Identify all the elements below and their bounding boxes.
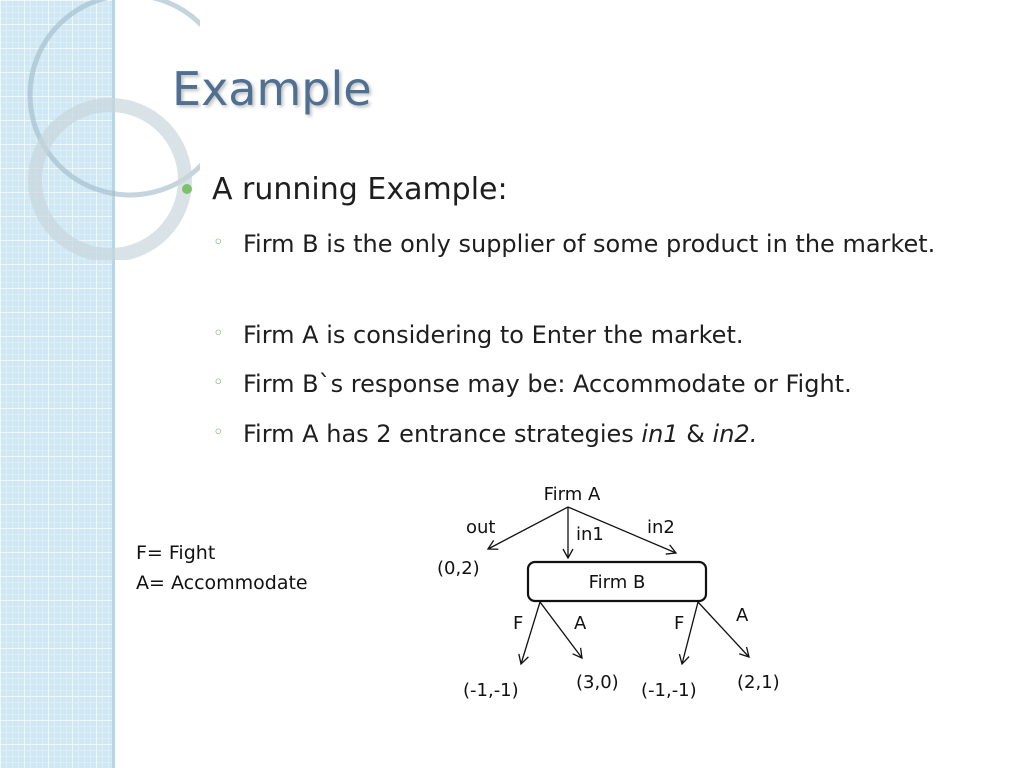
bullet-dot-icon [182, 184, 192, 194]
ring-bullet-icon: ◦ [213, 232, 224, 253]
strategy-in1: in1 [641, 420, 679, 448]
edge-left-a [539, 601, 583, 660]
payoff-1: (-1,-1) [463, 680, 519, 701]
sub-bullet-text: Firm B is the only supplier of some prod… [243, 230, 936, 258]
label-right-f: F [674, 613, 684, 634]
firm-b-box [526, 560, 708, 603]
legend-accommodate: A= Accommodate [136, 572, 308, 594]
edge-in2 [567, 506, 678, 555]
strategy-and: & [678, 420, 713, 448]
ring-bullet-icon: ◦ [213, 372, 224, 393]
payoff-out: (0,2) [437, 558, 480, 579]
edge-out [486, 506, 569, 550]
label-left-f: F [513, 613, 523, 634]
strategy-in2: in2 [712, 420, 750, 448]
slide-title: Example [172, 62, 372, 116]
payoff-4: (2,1) [737, 672, 780, 693]
firm-b-label: Firm B [589, 572, 646, 593]
payoff-2: (3,0) [576, 672, 619, 693]
legend: F= Fight A= Accommodate [136, 538, 308, 598]
ring-bullet-icon: ◦ [213, 422, 224, 443]
label-left-a: A [574, 613, 587, 634]
strategy-prefix: Firm A has 2 entrance strategies [243, 420, 642, 448]
label-out: out [466, 517, 495, 538]
decorative-rings [27, 0, 200, 260]
label-in2: in2 [647, 517, 675, 538]
edge-right-f [678, 601, 699, 666]
legend-fight: F= Fight [136, 542, 216, 564]
main-bullet-text: A running Example: [212, 172, 508, 207]
label-right-a: A [736, 605, 749, 626]
edge-left-f [518, 601, 541, 666]
sub-bullet-text: Firm A is considering to Enter the marke… [243, 321, 744, 349]
sub-bullet-text: Firm B`s response may be: Accommodate or… [243, 370, 852, 398]
payoff-3: (-1,-1) [641, 680, 697, 701]
sub-bullet-text: Firm A has 2 entrance strategies in1 & i… [243, 414, 963, 455]
edge-right-a [697, 601, 750, 658]
root-label: Firm A [544, 484, 601, 505]
strategy-period: . [749, 420, 758, 448]
ring-bullet-icon: ◦ [213, 323, 224, 344]
sidebar-edge [112, 0, 115, 768]
label-in1: in1 [576, 524, 604, 545]
